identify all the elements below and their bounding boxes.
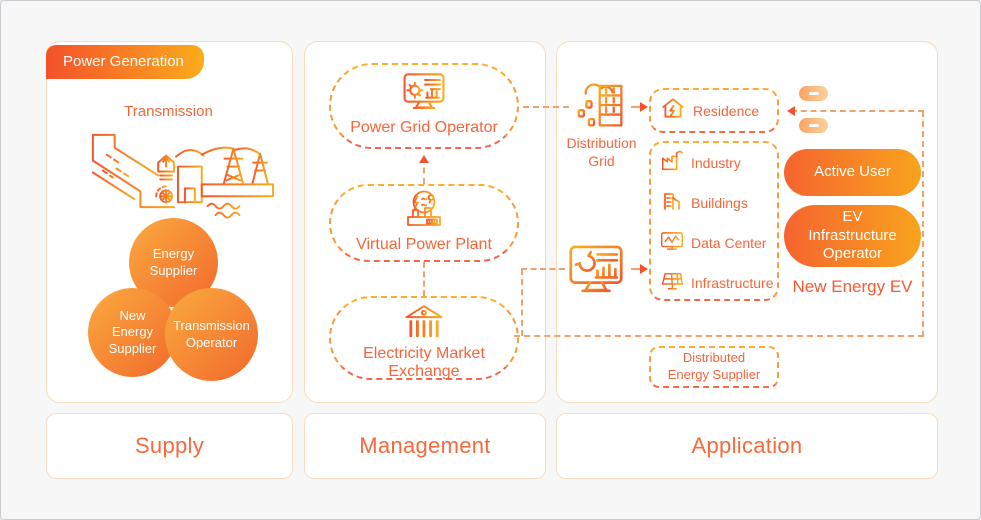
consumer-row-industry: Industry xyxy=(651,143,777,183)
virtual-power-plant-label: Virtual Power Plant xyxy=(356,236,492,253)
new-energy-ev-label: New Energy EV xyxy=(792,277,913,296)
new-energy-supplier-label: New Energy Supplier xyxy=(108,308,157,356)
monitor-gear-chart-icon xyxy=(402,72,446,117)
consumer-row-buildings: Buildings xyxy=(651,183,777,223)
active-user-pill: Active User xyxy=(784,149,921,196)
buildings-label: Buildings xyxy=(691,195,748,211)
factory-icon xyxy=(660,149,684,178)
house-icon xyxy=(660,95,686,126)
monitor-gear-chart-icon-2 xyxy=(567,244,625,301)
solar-panel-icon xyxy=(660,269,684,298)
connector-branch-riser xyxy=(521,269,523,336)
residence-label: Residence xyxy=(693,102,760,119)
footer-management: Management xyxy=(304,413,546,479)
distributed-energy-supplier-box: Distributed Energy Supplier xyxy=(649,346,779,388)
connector-eme-east xyxy=(514,335,924,337)
infrastructure-label: Infrastructure xyxy=(691,275,774,291)
power-grid-operator-node: Power Grid Operator xyxy=(329,63,519,149)
arrowhead-residence-left xyxy=(640,102,653,112)
consumer-row-data-center: Data Center xyxy=(651,223,777,263)
application-footer-label: Application xyxy=(691,433,803,458)
residence-box: Residence xyxy=(649,88,779,133)
battery-pill-icon xyxy=(799,86,828,101)
new-energy-supplier-circle: New Energy Supplier xyxy=(88,288,177,377)
connector-right-riser xyxy=(922,111,924,337)
cloud-server-grid-icon xyxy=(572,77,630,138)
monitor-wave-icon xyxy=(660,229,684,258)
connector-pgo-to-grid xyxy=(523,106,569,108)
distributed-energy-supplier-label: Distributed Energy Supplier xyxy=(667,350,761,382)
ev-infrastructure-operator-pill: EV Infrastructure Operator xyxy=(784,205,921,267)
arrowhead-consumers-left xyxy=(640,264,653,274)
footer-supply: Supply xyxy=(46,413,293,479)
connector-vpp-to-eme xyxy=(423,262,425,296)
footer-application: Application xyxy=(556,413,938,479)
ev-infrastructure-operator-label: EV Infrastructure Operator xyxy=(808,207,897,263)
connector-monitor-to-consumers xyxy=(631,268,641,270)
battery-pill-icon-2 xyxy=(799,118,828,133)
arrowhead-residence-right xyxy=(782,106,795,116)
transmission-label: Transmission xyxy=(124,103,213,120)
management-footer-label: Management xyxy=(359,433,491,458)
connector-vpp-to-pgo xyxy=(423,157,425,184)
hydro-dam-transmission-icon xyxy=(79,125,277,226)
industry-label: Industry xyxy=(691,155,741,171)
bank-exchange-icon xyxy=(404,304,444,343)
supply-footer-label: Supply xyxy=(134,433,205,458)
connector-branch-to-monitor xyxy=(521,268,565,270)
connector-top-return xyxy=(791,110,924,112)
power-grid-operator-label: Power Grid Operator xyxy=(350,119,498,136)
transmission-operator-label: Transmission Operator xyxy=(173,318,250,350)
consumer-row-infrastructure: Infrastructure xyxy=(651,263,777,303)
energy-supplier-label: Energy Supplier xyxy=(149,246,198,278)
globe-energy-factory-icon xyxy=(401,189,447,234)
active-user-label: Active User xyxy=(814,163,891,181)
distribution-grid-label: Distribution Grid xyxy=(566,135,637,170)
transmission-operator-circle: Transmission Operator xyxy=(165,288,258,381)
arrowhead-pgo-bottom xyxy=(419,150,429,163)
power-generation-label: Power Generation xyxy=(63,53,184,70)
electricity-market-exchange-label: Electricity Market Exchange xyxy=(363,345,485,381)
power-generation-badge: Power Generation xyxy=(46,45,204,79)
consumers-box: Industry Buildings Data Cen xyxy=(649,141,779,301)
connector-grid-to-residence xyxy=(631,106,641,108)
virtual-power-plant-node: Virtual Power Plant xyxy=(329,184,519,262)
buildings-icon xyxy=(660,189,684,218)
electricity-market-exchange-node: Electricity Market Exchange xyxy=(329,296,519,380)
data-center-label: Data Center xyxy=(691,235,767,251)
